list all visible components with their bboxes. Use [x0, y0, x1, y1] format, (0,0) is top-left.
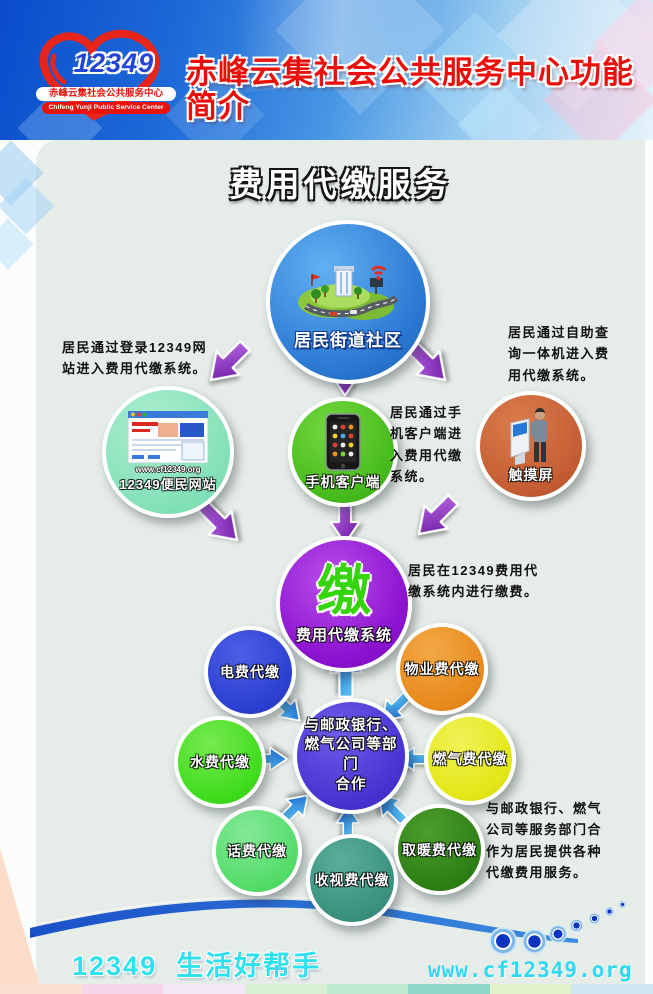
mobile-label: 手机客户端: [305, 473, 381, 490]
footer-website: www.cf12349.org: [428, 958, 633, 982]
dot-decoration: [570, 919, 583, 932]
node-fee-gas: 燃气费代缴: [424, 713, 516, 805]
dot-decoration: [619, 901, 626, 908]
community-illustration-icon: [298, 265, 399, 320]
note-mobile-channel: 居民通过手 机客户端进 入费用代缴 系统。: [390, 405, 463, 485]
cooperation-label: 与邮政银行、 燃气公司等部门 合作: [304, 717, 398, 793]
bottom-color-strip: [0, 984, 653, 994]
website-label: 12349便民网站: [119, 477, 217, 492]
note-website-channel: 居民通过登录12349网 站进入费用代缴系统。: [62, 340, 208, 377]
node-fee-electric: 电费代缴: [204, 626, 296, 718]
note-payment-system: 居民在12349费用代 缴系统内进行缴费。: [408, 563, 539, 600]
community-label: 居民街道社区: [294, 330, 402, 350]
note-cooperation: 与邮政银行、燃气 公司等服务部门合 作为居民提供各种 代缴费用服务。: [486, 801, 603, 881]
payment-system-label: 费用代缴系统: [295, 626, 392, 644]
node-fee-property: 物业费代缴: [396, 623, 488, 715]
node-fee-tv: 收视费代缴: [306, 834, 398, 926]
fee-label: 收视费代缴: [314, 872, 390, 888]
fee-label: 取暖费代缴: [402, 841, 477, 858]
dot-decoration: [549, 925, 567, 943]
dot-decoration: [589, 913, 600, 924]
node-fee-heating: 取暖费代缴: [394, 804, 485, 895]
node-touchscreen: 触摸屏: [476, 391, 586, 501]
note-touchscreen-channel: 居民通过自助查 询一体机进入费 用代缴系统。: [508, 325, 610, 383]
logo-org-name-en: Chifeng Yunji Public Service Center: [42, 102, 170, 114]
header-banner: 12349 赤峰云集社会公共服务中心 Chifeng Yunji Public …: [0, 0, 653, 140]
node-cooperation: 与邮政银行、 燃气公司等部门 合作: [293, 698, 409, 814]
fee-label: 物业费代缴: [404, 661, 480, 677]
heart-phone-icon: [39, 29, 160, 121]
website-url: www.cf12349.org: [135, 465, 201, 474]
pay-glyph: 缴: [317, 560, 371, 621]
logo-org-name-cn: 赤峰云集社会公共服务中心: [36, 87, 176, 101]
smartphone-icon: [325, 412, 361, 471]
fee-label: 话费代缴: [227, 843, 287, 859]
website-screenshot-icon: [128, 411, 208, 463]
page-title: 赤峰云集社会公共服务中心功能简介: [186, 55, 634, 125]
dot-decoration: [522, 929, 547, 954]
fee-label: 电费代缴: [220, 664, 280, 680]
dot-decoration: [605, 907, 614, 916]
section-title: 费用代缴服务: [229, 166, 452, 203]
kiosk-person-icon: [510, 408, 547, 465]
dot-decoration: [489, 927, 517, 955]
logo-hotline-number: 12349: [74, 48, 155, 78]
node-website: www.cf12349.org 12349便民网站: [102, 386, 234, 518]
fee-label: 水费代缴: [190, 754, 250, 770]
footer-slogan: 12349 生活好帮手: [72, 951, 322, 981]
node-mobile-client: 手机客户端: [288, 397, 398, 507]
node-fee-phone: 话费代缴: [212, 806, 302, 896]
fee-label: 燃气费代缴: [432, 751, 508, 767]
node-fee-water: 水费代缴: [174, 716, 266, 808]
touchscreen-label: 触摸屏: [508, 467, 554, 483]
node-payment-system: 缴 费用代缴系统: [276, 536, 412, 672]
node-community: 居民街道社区: [266, 220, 430, 384]
